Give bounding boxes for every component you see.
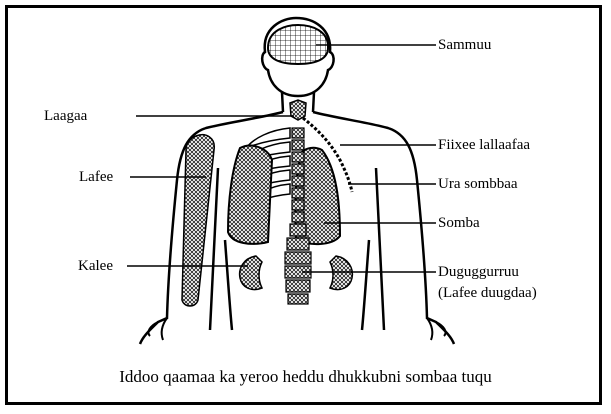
label-bronchi: Ura sombbaa [438, 175, 518, 193]
label-liver: Kalee [78, 257, 113, 275]
left-lung [228, 146, 272, 244]
figure-caption: Iddoo qaamaa ka yeroo heddu dhukkubni so… [0, 367, 611, 387]
humerus-bone [182, 135, 214, 306]
label-lung: Somba [438, 214, 480, 232]
label-kidney: Duguggurruu [438, 263, 519, 281]
throat-shape [290, 100, 306, 120]
label-bone: Lafee [79, 168, 113, 186]
label-lymph-nodes: Fiixee lallaafaa [438, 136, 530, 154]
label-kidney-note: (Lafee duugdaa) [438, 284, 537, 302]
right-kidney [330, 256, 352, 290]
label-brain: Sammuu [438, 36, 491, 54]
left-kidney [240, 256, 262, 290]
label-throat: Laagaa [44, 107, 87, 125]
